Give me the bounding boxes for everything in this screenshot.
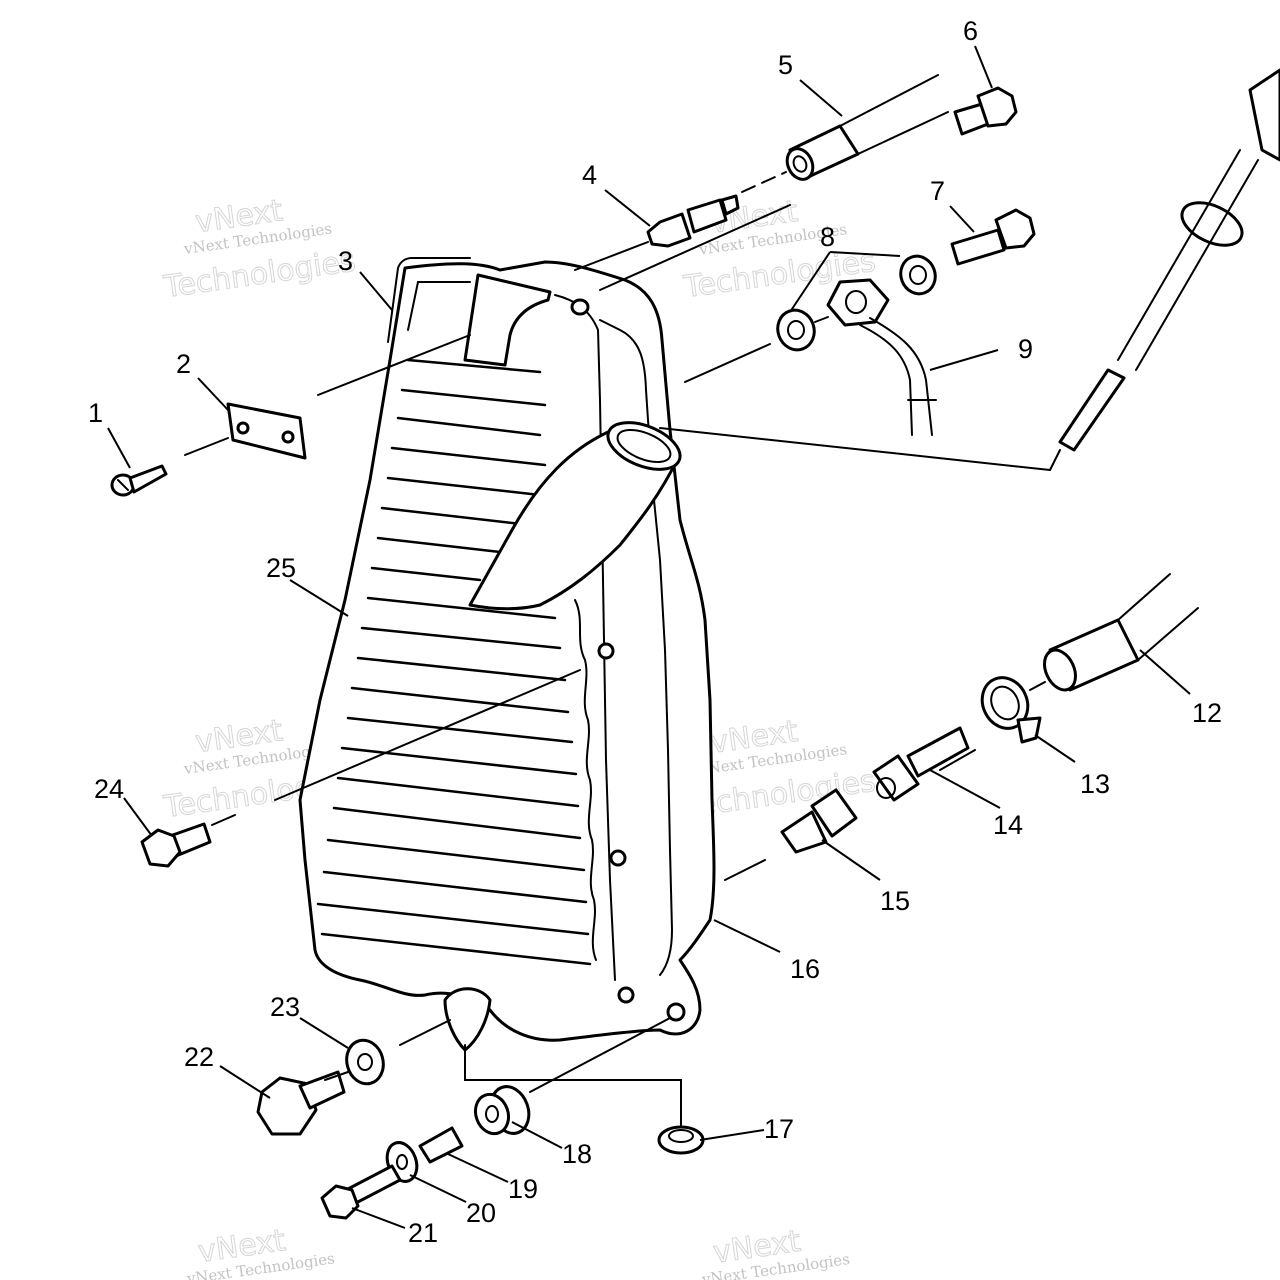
drain-boss (443, 987, 492, 1052)
callout-16: 16 (790, 954, 820, 984)
callout-2: 2 (176, 349, 191, 379)
part-4-fitting (646, 194, 740, 248)
mounting-hole-mid (597, 642, 615, 660)
part-6-bolt (953, 86, 1018, 136)
tank-front-edge (554, 294, 616, 981)
part-14-fitting (872, 726, 970, 802)
callout-22: 22 (184, 1042, 214, 1072)
watermark-top-left: vNext Technologies vNext Technologies (160, 193, 358, 306)
callout-14: 14 (993, 810, 1023, 840)
part-9-banjo (826, 278, 937, 436)
callout-4: 4 (582, 160, 597, 190)
callout-7: 7 (930, 176, 945, 206)
part-5-hose (785, 74, 949, 181)
watermark-bottom-center: vNext vNext Technologies (700, 1223, 851, 1280)
callout-13: 13 (1080, 769, 1110, 799)
callout-1: 1 (88, 398, 103, 428)
part-18-bushing (473, 1085, 531, 1136)
part-12-hose (1043, 573, 1199, 692)
callout-15: 15 (880, 886, 910, 916)
callout-19: 19 (508, 1174, 538, 1204)
callout-23: 23 (270, 992, 300, 1022)
callout-numbers: 1 2 3 4 5 6 7 8 9 12 13 14 15 16 17 18 1… (88, 16, 1222, 1248)
callout-8: 8 (820, 222, 835, 252)
part-7-bolt (950, 208, 1036, 266)
part-24-bolt (140, 822, 212, 868)
callout-5: 5 (778, 50, 793, 80)
tank-side-bumps (574, 599, 597, 961)
mounting-hole-top (570, 298, 590, 316)
callout-3: 3 (338, 246, 353, 276)
part-13-clamp (980, 676, 1042, 744)
callout-12: 12 (1192, 698, 1222, 728)
part-19-sleeve (418, 1126, 464, 1164)
callout-leaders (107, 45, 1191, 1229)
part-3-strap (387, 257, 471, 343)
callout-20: 20 (466, 1198, 496, 1228)
filler-neck-opening (606, 421, 682, 471)
part-8-washers (776, 254, 937, 352)
part-23-washer (345, 1038, 385, 1086)
mounting-hole-low (609, 849, 627, 867)
filler-neck (468, 430, 680, 611)
assembly-lines (184, 171, 1061, 1126)
part-22-drain-plug (256, 1070, 346, 1136)
callout-21: 21 (408, 1218, 438, 1248)
mounting-hole-foot (666, 1002, 686, 1022)
part-21-bolt (320, 1164, 402, 1220)
callout-6: 6 (963, 16, 978, 46)
callout-25: 25 (266, 553, 296, 583)
filler-neck-thread (616, 429, 672, 463)
part-15-sensor (780, 788, 858, 854)
part-17-grommet (657, 1125, 705, 1155)
oil-tank (298, 260, 716, 1052)
watermark-bottom-left: vNext vNext Technologies (185, 1223, 336, 1280)
dipstick (1058, 68, 1280, 452)
tank-outer-shell (298, 260, 716, 1042)
callout-17: 17 (764, 1114, 794, 1144)
callout-9: 9 (1018, 334, 1033, 364)
mounting-hole-bottom (617, 986, 635, 1004)
part-2-plate (226, 402, 307, 460)
tank-flange (599, 319, 674, 976)
part-1-screw (110, 464, 168, 497)
callout-18: 18 (562, 1139, 592, 1169)
tank-cooling-ribs (316, 358, 592, 966)
callout-24: 24 (94, 774, 124, 804)
tank-top-corner (463, 273, 552, 367)
